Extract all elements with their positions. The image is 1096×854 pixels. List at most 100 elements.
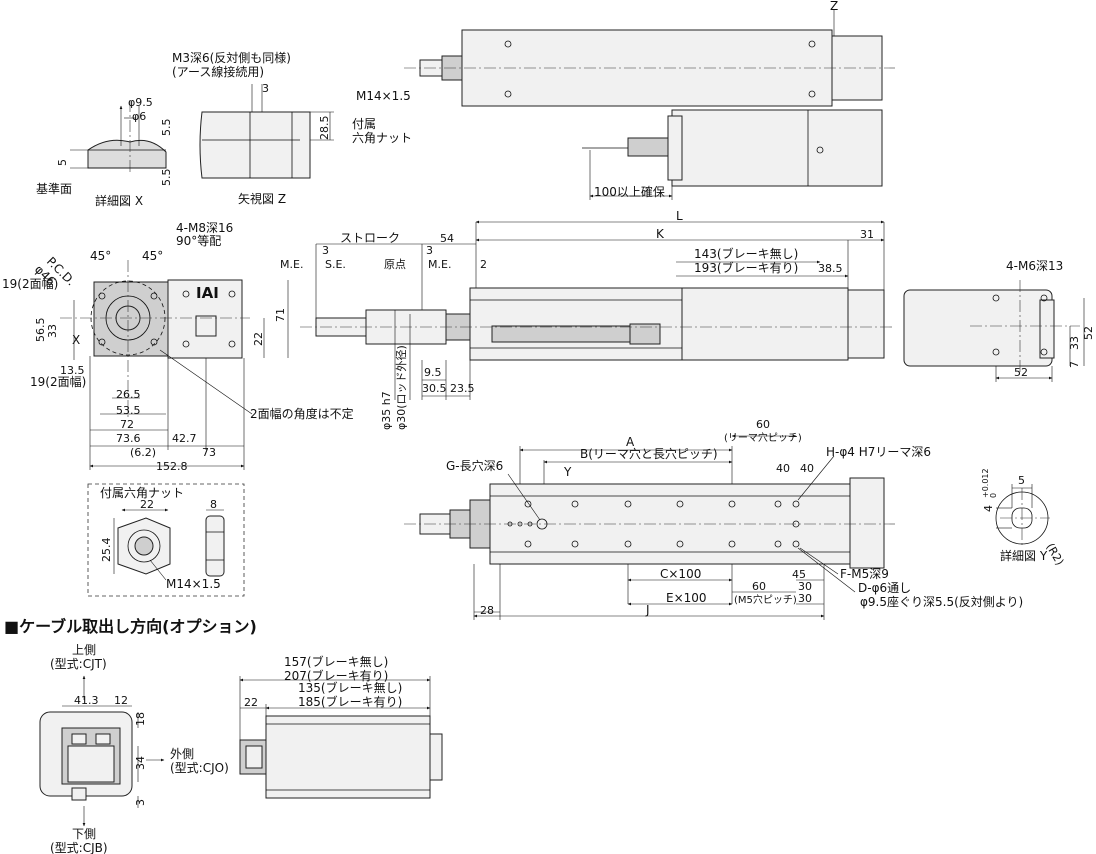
label-out-type: (型式:CJO) (170, 761, 229, 775)
bottom-view-actuator (404, 434, 895, 620)
label-tol-lower: 0 (989, 493, 998, 498)
dim-d56-5: 56.5 (34, 318, 47, 343)
dim-d52-side: 52 (1082, 326, 1095, 340)
label-down: 下側 (72, 827, 96, 841)
dim-d33: 33 (46, 324, 59, 338)
dim-d3-home: 3 (426, 244, 433, 257)
dim-d42-7: 42.7 (172, 432, 197, 445)
label-dim-L: L (676, 209, 683, 223)
label-detail-y: 詳細図 Y (1000, 548, 1048, 563)
label-phi35: φ35 h7 (380, 391, 393, 430)
dim-d38-5: 38.5 (818, 262, 843, 275)
dim-d5: 5 (56, 159, 69, 166)
label-hex-nut-top-1: 付属 (352, 117, 376, 131)
label-tol-upper: +0.012 (981, 468, 990, 498)
label-m6: 4-M6深13 (1006, 259, 1063, 273)
label-h-hole: H-φ4 H7リーマ深6 (826, 445, 931, 459)
label-deg45-a: 45° (90, 249, 111, 263)
label-m3-note-2: (アース線接続用) (172, 64, 264, 79)
label-e100: E×100 (666, 591, 707, 605)
dim-d53-5: 53.5 (116, 404, 141, 417)
label-c100: C×100 (660, 567, 701, 581)
dim-d30-5: 30.5 (422, 382, 447, 395)
dim-d34: 34 (134, 756, 147, 770)
label-brake-with-207: 207(ブレーキ有り) (284, 668, 388, 683)
label-brake-with-185: 185(ブレーキ有り) (298, 694, 402, 709)
label-deg45-b: 45° (142, 249, 163, 263)
dim-d60-bottom: 60 (752, 580, 766, 593)
dim-d152-8: 152.8 (156, 460, 188, 473)
label-y: Y (563, 465, 572, 479)
label-m8: 4-M8深16 (176, 221, 233, 235)
label-reference-plane: 基準面 (36, 181, 72, 196)
label-brake-none-143: 143(ブレーキ無し) (694, 246, 798, 261)
dim-d31: 31 (860, 228, 874, 241)
side-view-actuator (300, 220, 895, 400)
label-x: X (72, 333, 80, 347)
dim-d60-top: 60 (756, 418, 770, 431)
dim-d3-me: 3 (322, 244, 329, 257)
label-home: 原点 (384, 258, 406, 271)
dim-d9-5: φ9.5 (128, 96, 153, 109)
dim-d28: 28 (480, 604, 494, 617)
dim-d7-side: 7 (1068, 361, 1081, 368)
label-reamer-pitch: (リーマ穴ピッチ) (724, 431, 802, 444)
dim-d8-nut: 8 (210, 498, 217, 511)
label-d-cbore: φ9.5座ぐり深5.5(反対側より) (860, 594, 1023, 609)
label-m14-nut: M14×1.5 (166, 577, 221, 591)
label-down-type: (型式:CJB) (50, 841, 108, 854)
cable-option-side-view (239, 676, 443, 799)
label-two-face-top: 19(2面幅) (2, 276, 58, 291)
dim-d54: 54 (440, 232, 454, 245)
label-z: Z (830, 0, 838, 13)
dim-d40-b: 40 (800, 462, 814, 475)
dim-d73: 73 (202, 446, 216, 459)
dim-d22-cable: 22 (244, 696, 258, 709)
label-m5-pitch: (M5穴ピッチ) (734, 593, 797, 606)
label-nut-title: 付属六角ナット (100, 486, 184, 500)
label-me1: M.E. (280, 258, 303, 271)
dim-d22-front: 22 (252, 332, 265, 346)
label-up-type: (型式:CJT) (50, 657, 107, 671)
label-brake-with-193: 193(ブレーキ有り) (694, 260, 798, 275)
label-se: S.E. (325, 258, 346, 271)
cable-option-end-view (39, 675, 165, 827)
dim-d5-5a: 5.5 (160, 119, 173, 137)
dim-d33-side: 33 (1068, 336, 1081, 350)
view-z (199, 84, 334, 179)
dim-d71: 71 (274, 308, 287, 322)
detail-y-view (995, 484, 1050, 548)
label-two-face-bottom: 19(2面幅) (30, 374, 86, 389)
dim-d13-5: 13.5 (60, 364, 85, 377)
label-brake-none-135: 135(ブレーキ無し) (298, 680, 402, 695)
dim-d23-5: 23.5 (450, 382, 475, 395)
dim-d25-4: 25.4 (100, 538, 113, 563)
label-out: 外側 (170, 747, 194, 761)
label-me2: M.E. (428, 258, 451, 271)
label-up: 上側 (72, 643, 96, 657)
dim-d5-y: 5 (1018, 474, 1025, 487)
front-view-actuator (60, 260, 289, 470)
label-dim-B: B(リーマ穴と長穴ピッチ) (580, 446, 718, 461)
detail-x-section (87, 139, 167, 169)
dim-d6-2: (6.2) (130, 446, 156, 459)
label-tol-4: 4 (982, 505, 995, 512)
hex-nut-box (87, 483, 245, 597)
label-m14-top: M14×1.5 (356, 89, 411, 103)
dim-d72: 72 (120, 418, 134, 431)
dim-d22-nut: 22 (140, 498, 154, 511)
dim-d9-5b: 9.5 (424, 366, 442, 379)
label-detail-x: 詳細図 X (95, 193, 143, 208)
label-angle-note: 2面幅の角度は不定 (250, 406, 354, 421)
dim-d26-5: 26.5 (116, 388, 141, 401)
dim-d18: 18 (134, 712, 147, 726)
dim-d41-3: 41.3 (74, 694, 99, 707)
dim-d3-z: 3 (262, 82, 269, 95)
label-hex-nut-top-2: 六角ナット (352, 131, 412, 145)
dim-d5-5b: 5.5 (160, 169, 173, 187)
dim-d30-b: 30 (798, 592, 812, 605)
dim-d30-a: 30 (798, 580, 812, 593)
dim-d6: φ6 (132, 110, 146, 123)
label-cable-min: 100以上確保 (594, 184, 665, 199)
